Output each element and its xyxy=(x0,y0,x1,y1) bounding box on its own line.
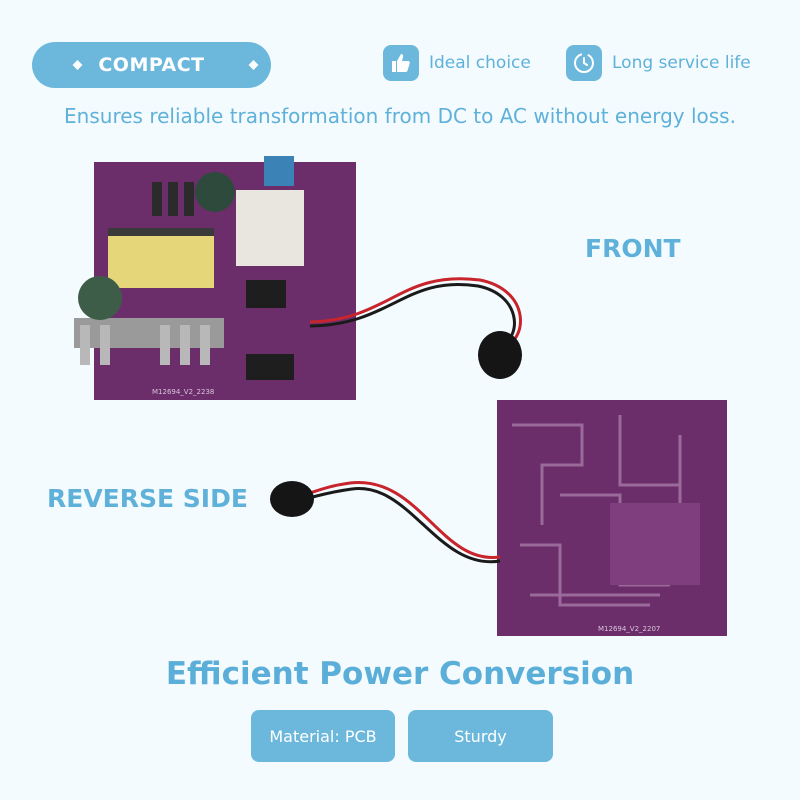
back-board-marking: M12694_V2_2207 xyxy=(598,625,660,633)
material-pcb-button[interactable]: Material: PCB xyxy=(251,710,395,762)
compact-badge: COMPACT xyxy=(32,42,271,88)
feature-label: Long service life xyxy=(612,53,751,73)
feature-long-service-life: Long service life xyxy=(566,44,751,82)
pcb-reverse-image: M12694_V2_2207 xyxy=(270,400,727,636)
diamond-icon xyxy=(248,60,259,70)
sturdy-button[interactable]: Sturdy xyxy=(408,710,553,762)
feature-label: Ideal choice xyxy=(429,53,531,73)
front-board-marking: M12694_V2_2238 xyxy=(152,388,214,396)
headline: Efficient Power Conversion xyxy=(165,656,635,692)
feature-ideal-choice: Ideal choice xyxy=(383,44,531,82)
reverse-side-label: REVERSE SIDE xyxy=(47,484,248,513)
clock-icon xyxy=(566,45,602,81)
tagline: Ensures reliable transformation from DC … xyxy=(64,104,736,128)
front-label: FRONT xyxy=(585,234,681,263)
thumbs-up-icon xyxy=(383,45,419,81)
pcb-front-image: M12694_V2_2238 xyxy=(74,156,522,400)
diamond-icon xyxy=(72,60,83,70)
compact-label: COMPACT xyxy=(98,54,205,76)
